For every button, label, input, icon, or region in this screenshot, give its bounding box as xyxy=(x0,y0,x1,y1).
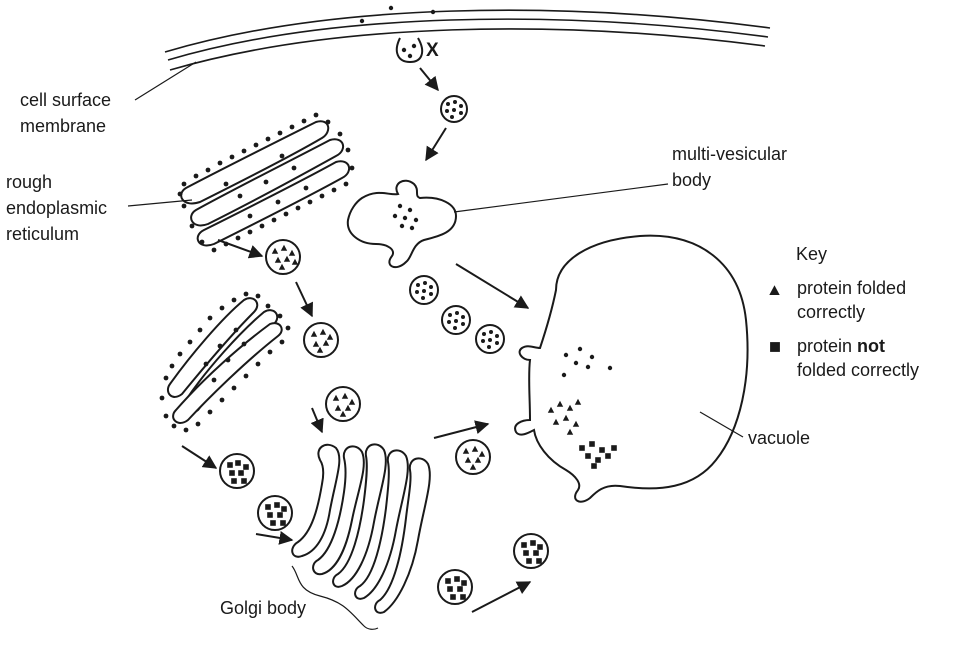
arrow-mvb-to-vacuole xyxy=(455,263,530,309)
vesicle-folded-1 xyxy=(265,239,301,275)
golgi-body xyxy=(291,443,431,614)
vacuole-text: vacuole xyxy=(748,428,810,448)
vacuole-label: vacuole xyxy=(699,411,810,448)
cell-surface-membrane-label: cell surface membrane xyxy=(20,61,197,136)
mvb-line2: body xyxy=(672,170,711,190)
vesicle-dots-3 xyxy=(475,324,505,354)
key-item2-bold: not xyxy=(857,336,885,356)
key: Key protein folded correctly protein not… xyxy=(769,244,919,380)
rough-er-line3: reticulum xyxy=(6,224,79,244)
key-triangle-icon xyxy=(769,285,780,296)
vesicle-folded-2 xyxy=(303,322,339,358)
golgi-body-text: Golgi body xyxy=(220,598,306,618)
vesicle-misfolded-3 xyxy=(437,569,473,605)
mvb-line1: multi-vesicular xyxy=(672,144,787,164)
key-item2-prefix: protein xyxy=(797,336,857,356)
key-title: Key xyxy=(796,244,827,264)
cell-surface-membrane-line1: cell surface xyxy=(20,90,111,110)
vesicle-dots-1 xyxy=(409,275,439,305)
vesicle-folded-4 xyxy=(455,439,491,475)
arrow-to-mvb xyxy=(425,127,447,162)
arrow-to-golgi-top xyxy=(310,407,324,434)
key-item2-line2: folded correctly xyxy=(797,360,919,380)
rough-er-upper xyxy=(177,112,355,253)
rough-er-lower xyxy=(159,291,291,433)
golgi-body-label: Golgi body xyxy=(220,565,379,630)
rough-er-line1: rough xyxy=(6,172,52,192)
vesicle-dots-2 xyxy=(441,305,471,335)
key-item1-line2: correctly xyxy=(797,302,865,322)
vesicle-misfolded-4 xyxy=(513,533,549,569)
vesicle-misfolded-2 xyxy=(257,495,293,531)
cell-surface-membrane-line2: membrane xyxy=(20,116,106,136)
rough-er-label: rough endoplasmic reticulum xyxy=(6,172,193,244)
key-item1-line1: protein folded xyxy=(797,278,906,298)
arrow-endocytosis xyxy=(419,67,439,92)
arrow-er-to-misfolded xyxy=(181,445,218,469)
vesicle-misfolded-1 xyxy=(219,453,255,489)
key-square-icon xyxy=(770,342,780,352)
rough-er-line2: endoplasmic xyxy=(6,198,107,218)
key-item2-line1: protein not xyxy=(797,336,885,356)
multi-vesicular-body xyxy=(346,179,458,269)
endocytic-vesicle xyxy=(440,95,468,123)
arrow-to-golgi-bottom xyxy=(255,531,294,545)
multi-vesicular-body-label: multi-vesicular body xyxy=(453,144,787,213)
vacuole xyxy=(514,234,749,503)
arrow-misfolded-out xyxy=(471,581,532,613)
vesicle-folded-3 xyxy=(325,386,361,422)
arrow-er-to-vesicle xyxy=(217,239,264,259)
x-marker-label: X xyxy=(426,40,439,61)
arrow-vesicle-down xyxy=(295,281,313,318)
cell-surface-membrane xyxy=(164,5,771,71)
arrow-golgi-to-vacuole xyxy=(433,420,490,439)
